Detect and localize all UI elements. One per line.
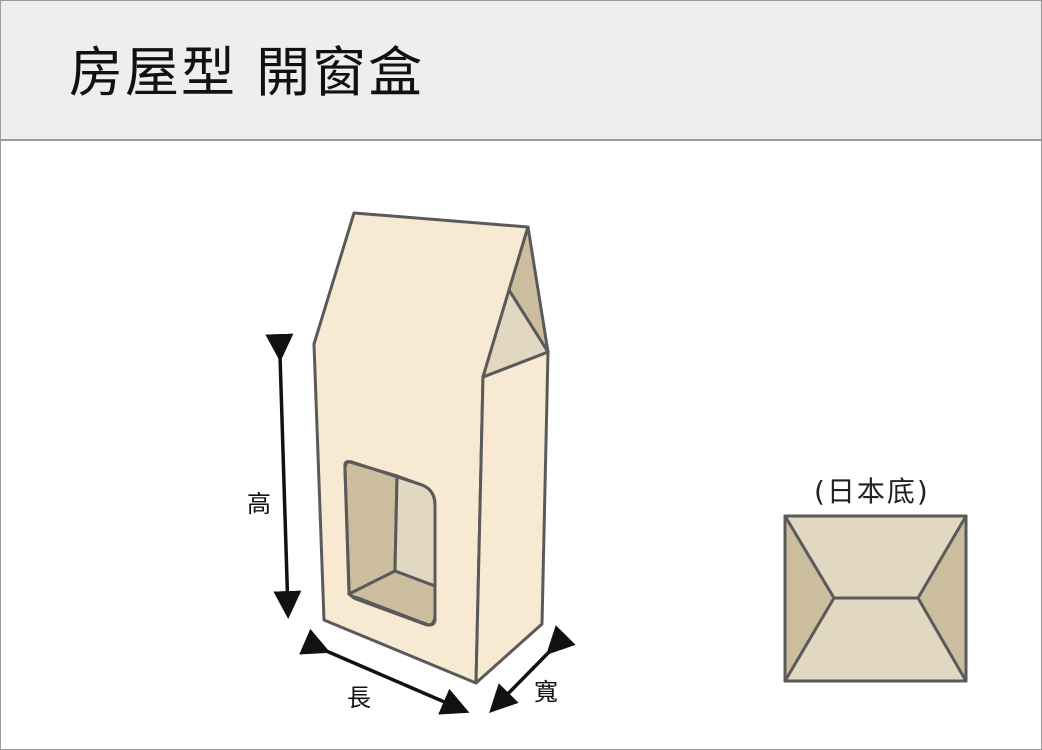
- box-side-face: [474, 350, 550, 685]
- height-arrow: [265, 333, 302, 619]
- width-arrow: [489, 625, 576, 713]
- dimension-arrows: [265, 333, 576, 715]
- page-title: 房屋型 開窗盒: [69, 41, 425, 104]
- bottom-view-illustration: [783, 514, 968, 683]
- window-back-right: [393, 474, 437, 588]
- house-box-illustration: [312, 211, 550, 685]
- width-label: 寬: [534, 678, 558, 706]
- bottom-view-label: (日本底): [814, 475, 930, 508]
- header-bar: 房屋型 開窗盒: [1, 1, 1041, 141]
- window-outline: [343, 460, 437, 627]
- height-label: 高: [247, 490, 271, 518]
- length-label: 長: [347, 684, 371, 712]
- roof-gable-front: [481, 288, 550, 379]
- length-arrow: [299, 628, 470, 715]
